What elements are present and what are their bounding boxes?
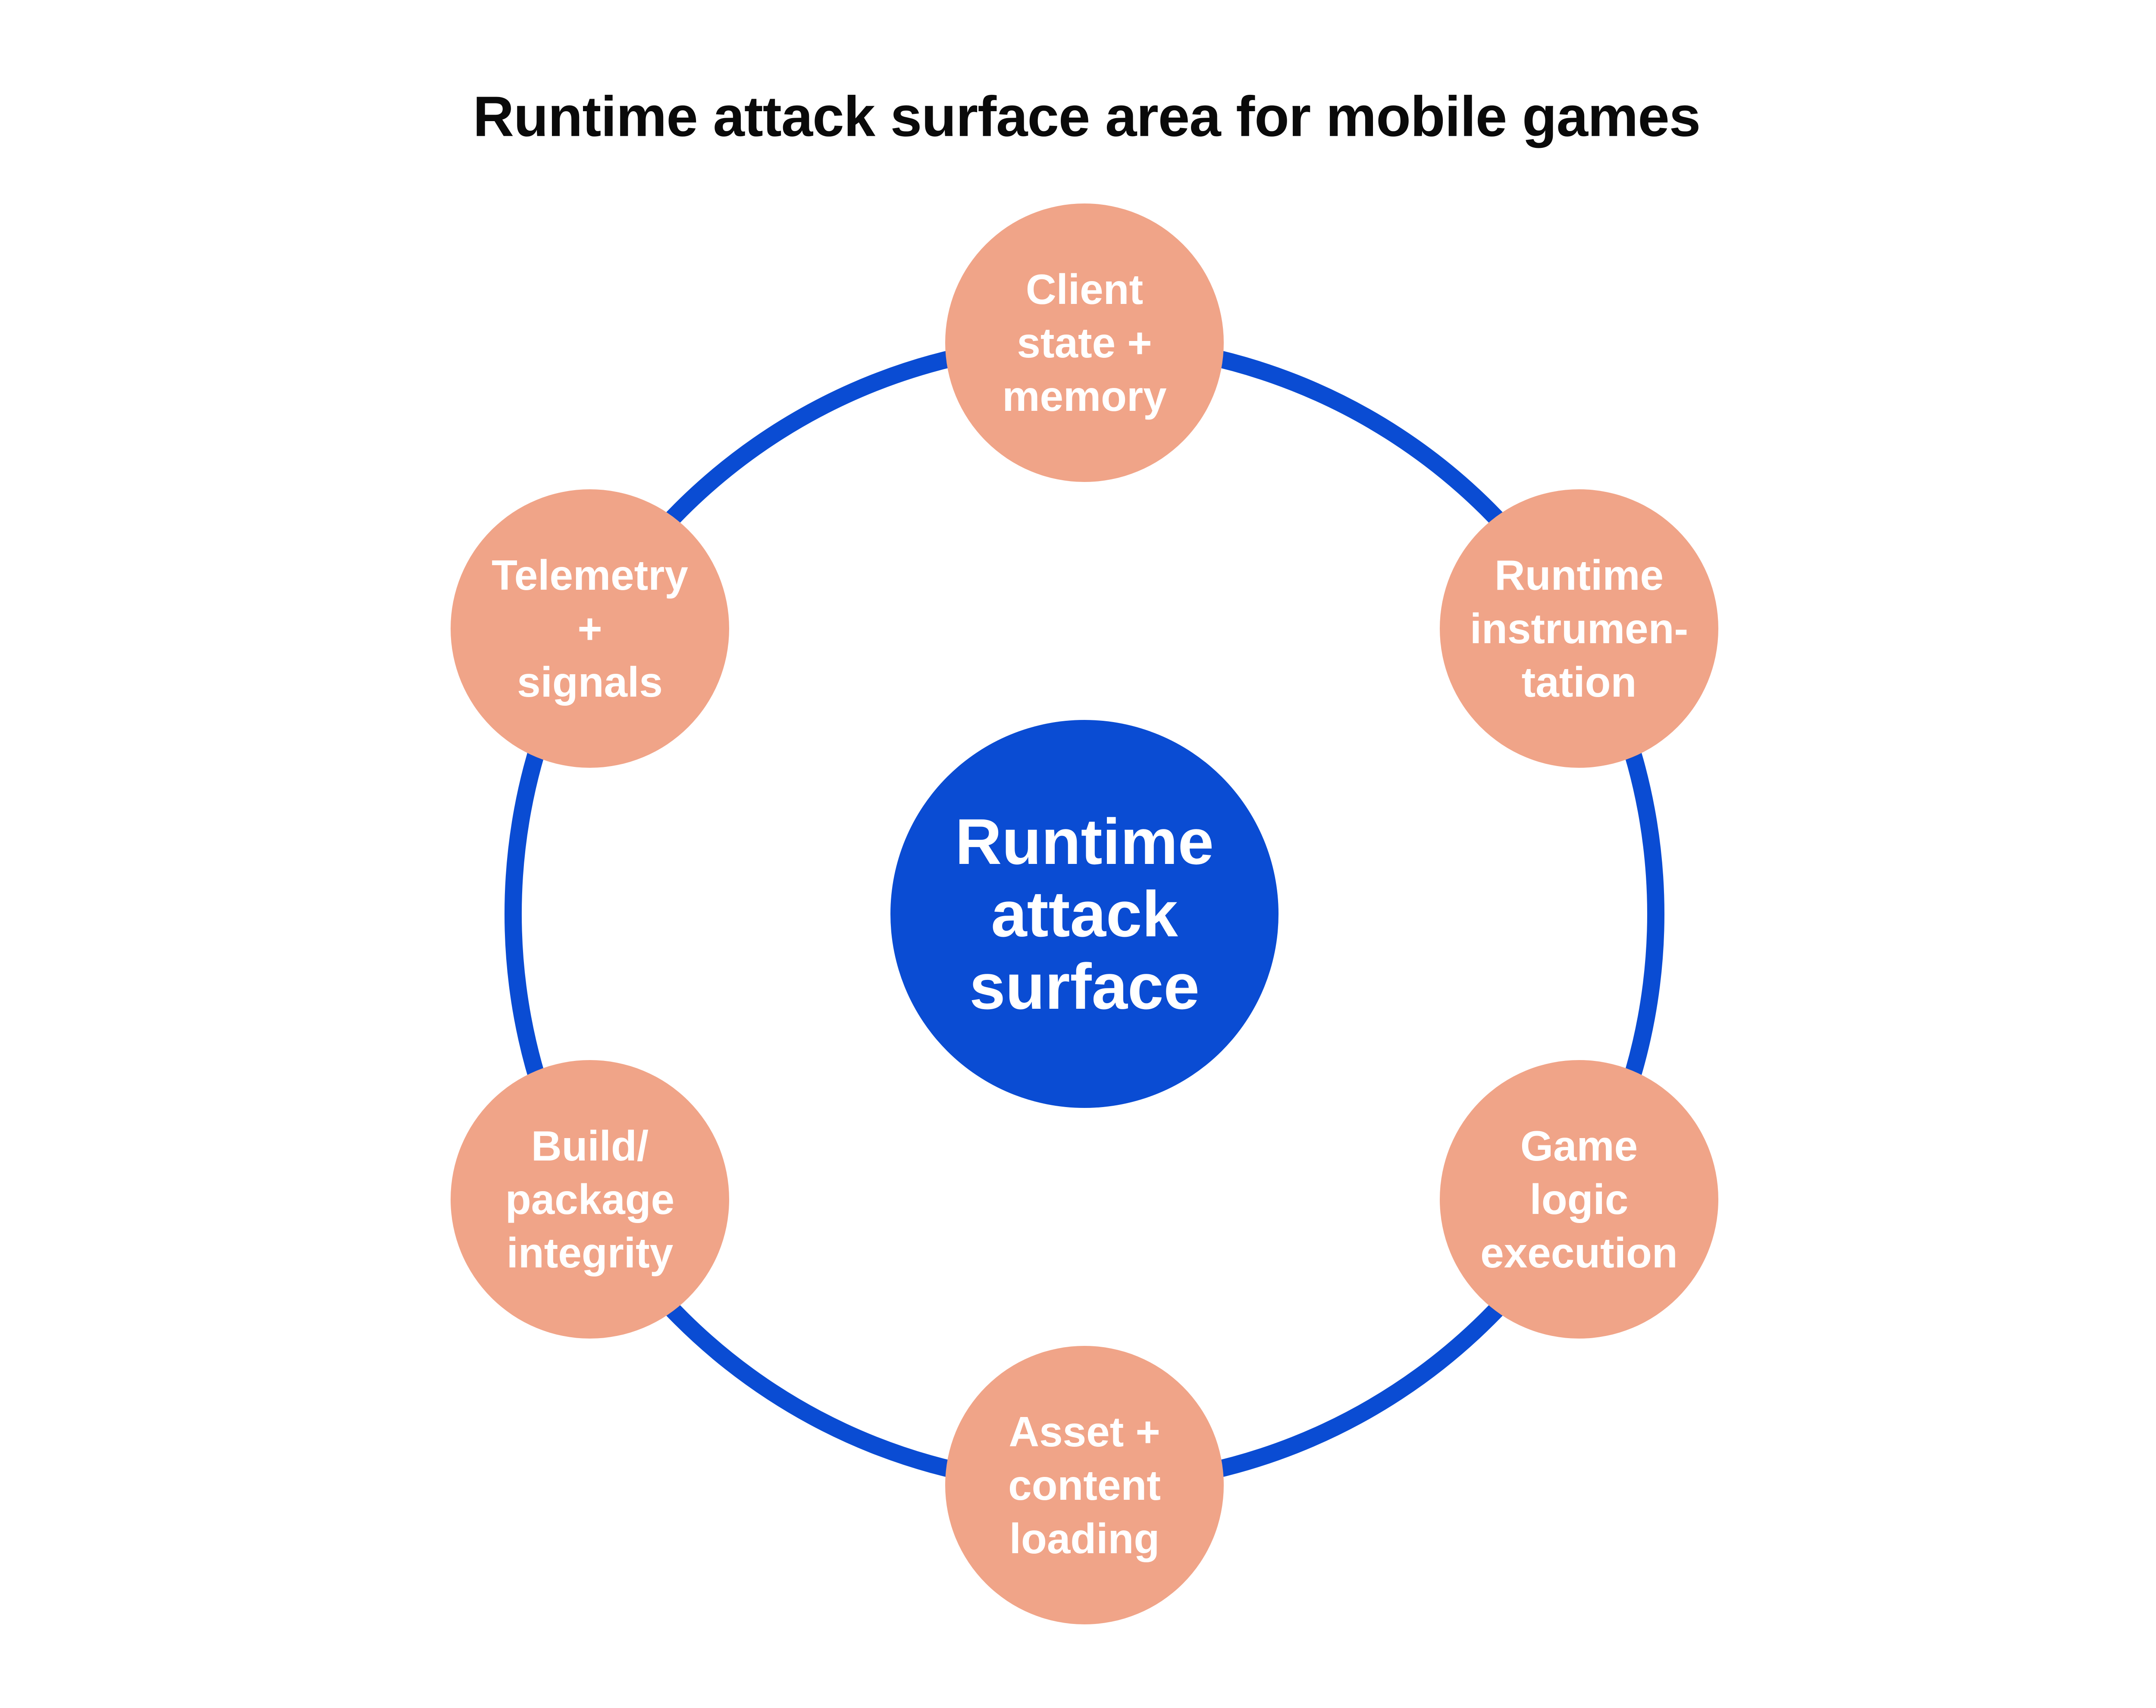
hub-label-line: attack: [991, 878, 1178, 950]
node-circle: [451, 1060, 729, 1339]
node-label-line: Telemetry: [492, 551, 688, 599]
node-asset-content-loading: Asset + content loading: [945, 1346, 1224, 1624]
node-label-line: logic: [1530, 1176, 1629, 1223]
node-label-line: Build/: [531, 1122, 649, 1170]
node-label-line: Runtime: [1495, 551, 1664, 599]
node-label-line: Asset +: [1009, 1408, 1160, 1455]
node-game-logic-execution: Game logic execution: [1440, 1060, 1718, 1339]
node-label-line: memory: [1002, 372, 1166, 420]
node-label-line: signals: [517, 658, 663, 706]
node-circle: [1440, 1060, 1718, 1339]
node-label-line: content: [1008, 1461, 1161, 1509]
node-label-line: Client: [1026, 266, 1143, 313]
node-label-line: tation: [1522, 658, 1637, 706]
page-title: Runtime attack surface area for mobile g…: [473, 85, 1700, 148]
node-circle: [451, 489, 729, 768]
node-runtime-instrumentation: Runtime instrumen- tation: [1440, 489, 1718, 768]
hub-runtime-attack-surface: Runtime attack surface: [890, 720, 1279, 1108]
node-label-line: +: [577, 605, 602, 652]
node-label-line: state +: [1017, 319, 1152, 366]
node-label-line: Game: [1520, 1122, 1638, 1170]
hub-label-line: Runtime: [955, 805, 1214, 878]
hub-label-line: surface: [969, 950, 1200, 1023]
node-circle: [945, 203, 1224, 482]
node-circle: [945, 1346, 1224, 1624]
node-label-line: instrumen-: [1470, 605, 1688, 652]
node-build-package-integrity: Build/ package integrity: [451, 1060, 729, 1339]
node-label-line: execution: [1480, 1229, 1677, 1276]
node-label-line: integrity: [507, 1229, 674, 1276]
node-circle: [1440, 489, 1718, 768]
node-client-state-memory: Client state + memory: [945, 203, 1224, 482]
hub-circle: [890, 720, 1279, 1108]
node-telemetry-signals: Telemetry + signals: [451, 489, 729, 768]
node-label-line: loading: [1009, 1515, 1159, 1562]
node-label-line: package: [505, 1176, 674, 1223]
